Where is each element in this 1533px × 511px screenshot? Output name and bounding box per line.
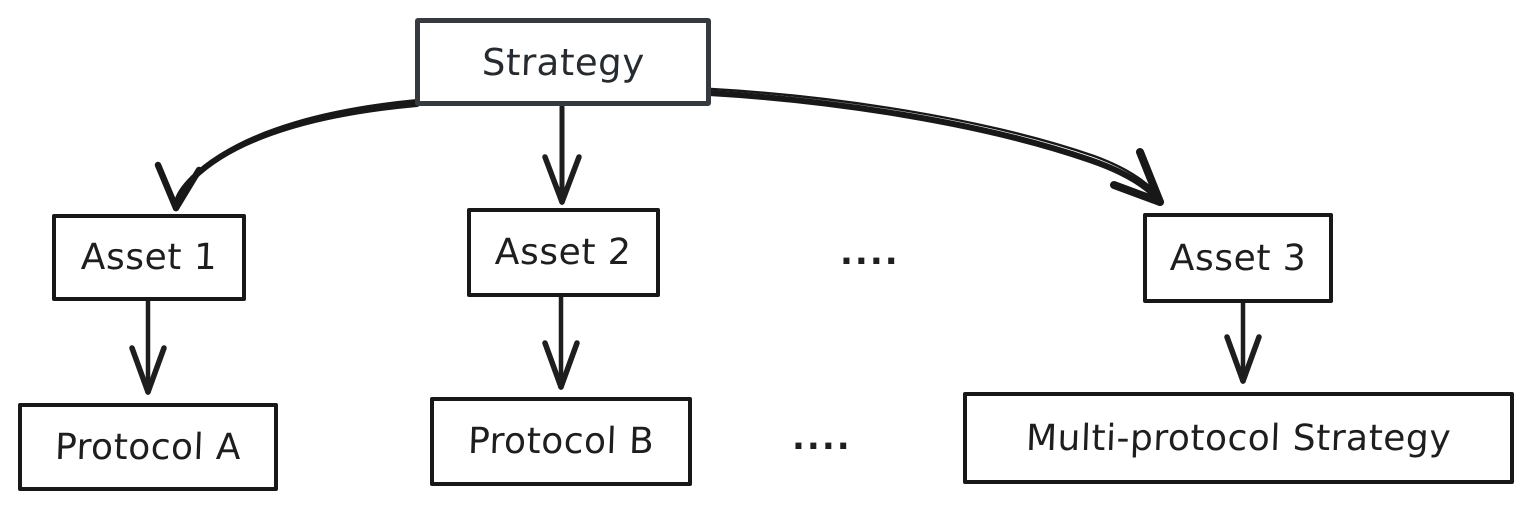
node-protocol-a[interactable]: Protocol A xyxy=(18,403,278,491)
node-multi-protocol-strategy-label: Multi-protocol Strategy xyxy=(1025,417,1452,459)
node-asset-1-label: Asset 1 xyxy=(80,237,218,278)
node-asset-3[interactable]: Asset 3 xyxy=(1143,213,1333,303)
edge-strategy-to-asset-2 xyxy=(542,104,582,205)
node-asset-2[interactable]: Asset 2 xyxy=(467,208,660,297)
node-protocol-a-label: Protocol A xyxy=(54,426,242,468)
protocols-ellipsis: .... xyxy=(792,418,852,458)
node-asset-2-label: Asset 2 xyxy=(494,232,633,273)
node-multi-protocol-strategy[interactable]: Multi-protocol Strategy xyxy=(963,392,1514,484)
edge-strategy-to-asset-3 xyxy=(706,87,1164,206)
node-asset-3-label: Asset 3 xyxy=(1169,237,1307,279)
node-protocol-b[interactable]: Protocol B xyxy=(430,397,692,486)
assets-ellipsis: .... xyxy=(840,233,900,273)
node-protocol-b-label: Protocol B xyxy=(467,421,655,462)
node-strategy-label: Strategy xyxy=(480,40,646,84)
edge-asset-2-to-protocol-b xyxy=(542,294,580,390)
edge-strategy-to-asset-1 xyxy=(154,98,421,212)
node-asset-1[interactable]: Asset 1 xyxy=(52,214,246,301)
edge-asset-1-to-protocol-a xyxy=(129,297,167,395)
node-strategy[interactable]: Strategy xyxy=(415,18,711,106)
edge-asset-3-to-multi-protocol xyxy=(1224,300,1262,384)
